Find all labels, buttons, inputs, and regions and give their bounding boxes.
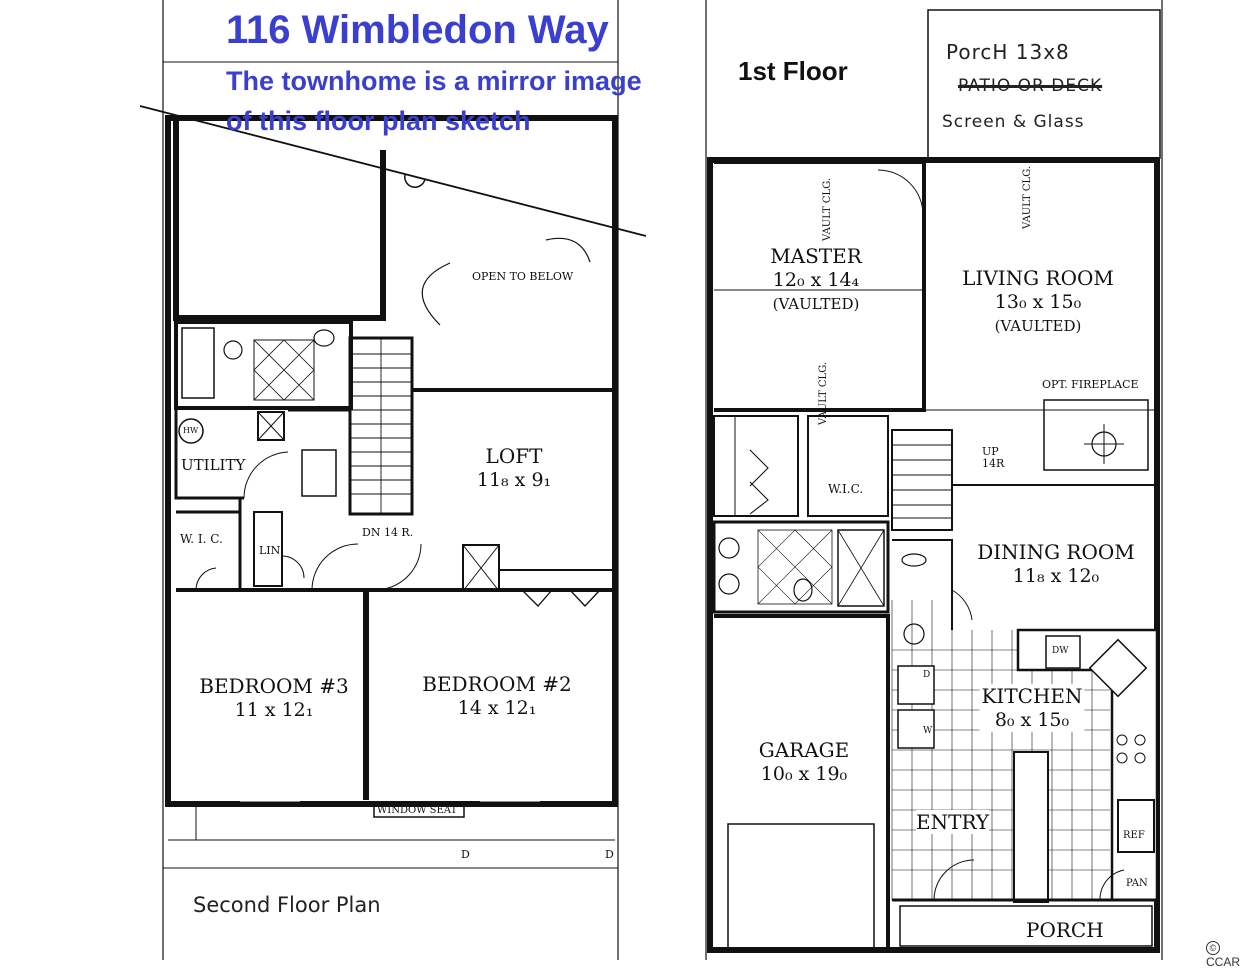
garage-room: GARAGE 10₀ x 19₀ (759, 738, 850, 786)
open-to-below-label: OPEN TO BELOW (472, 270, 574, 283)
entry-label: ENTRY (916, 810, 990, 834)
pantry-label: PAN (1126, 878, 1148, 889)
page-title: 116 Wimbledon Way (226, 8, 609, 52)
door-d-label-2: D (605, 848, 614, 861)
first-floor-label: 1st Floor (738, 56, 848, 86)
screen-annotation: Screen & Glass (942, 112, 1085, 132)
kitchen-name: KITCHEN (981, 684, 1083, 708)
master-dim: 12₀ x 14₄ (772, 269, 860, 291)
vault-label-3: VAULT CLG. (818, 362, 829, 425)
window-seat-label: WINDOW SEAT (377, 805, 458, 816)
wic-label-first: W.I.C. (828, 482, 864, 496)
garage-dim: 10₀ x 19₀ (760, 763, 848, 785)
dishwasher-label: DW (1052, 646, 1069, 656)
washer-label: W (923, 726, 933, 736)
kitchen-dim: 8₀ x 15₀ (994, 709, 1070, 731)
master-room: MASTER 12₀ x 14₄ (VAULTED) (770, 244, 862, 316)
dining-name: DINING ROOM (977, 540, 1135, 564)
door-d-label-1: D (461, 848, 470, 861)
vault-label-2: VAULT CLG. (1022, 166, 1033, 229)
wic-label: W. I. C. (180, 532, 223, 546)
garage-name: GARAGE (758, 738, 850, 762)
porch-label: PORCH (1026, 918, 1104, 942)
bedroom-3-name: BEDROOM #3 (199, 674, 349, 698)
vault-label-1: VAULT CLG. (822, 178, 833, 241)
bedroom-2-name: BEDROOM #2 (422, 672, 572, 696)
loft-name: LOFT (485, 444, 543, 468)
porch-annotation: PorcH 13x8 (946, 40, 1070, 64)
ccar-watermark: ©CCAR (1206, 940, 1253, 969)
second-floor-label: Second Floor Plan (193, 893, 381, 917)
ccar-text: CCAR (1206, 955, 1241, 969)
bedroom-3-room: BEDROOM #3 11 x 12₁ (199, 674, 349, 722)
loft-room: LOFT 11₈ x 9₁ (477, 444, 551, 492)
stairs-down-label: DN 14 R. (362, 526, 414, 539)
second-floor-outline (165, 115, 618, 807)
copyright-icon: © (1206, 941, 1220, 955)
dining-dim: 11₈ x 12₀ (1012, 565, 1100, 587)
patio-annotation: PATIO OR DECK (958, 76, 1103, 96)
utility-label: UTILITY (181, 456, 246, 474)
stairs-up-label: UP 14R (982, 445, 1005, 470)
bedroom-2-dim: 14 x 12₁ (457, 697, 537, 719)
living-note: (VAULTED) (994, 317, 1082, 335)
loft-dim: 11₈ x 9₁ (476, 469, 552, 491)
living-name: LIVING ROOM (962, 266, 1114, 290)
living-room: LIVING ROOM 13₀ x 15₀ (VAULTED) (962, 266, 1114, 338)
bedroom-2-room: BEDROOM #2 14 x 12₁ (422, 672, 572, 720)
refrigerator-label: REF (1123, 830, 1145, 841)
subtitle-line-2: of this floor plan sketch (226, 106, 531, 136)
linen-label: LIN (259, 544, 281, 557)
master-note: (VAULTED) (772, 295, 860, 313)
dryer-label: D (923, 670, 931, 680)
dining-room: DINING ROOM 11₈ x 12₀ (977, 540, 1135, 588)
kitchen-room: KITCHEN 8₀ x 15₀ (979, 684, 1085, 732)
water-heater-label: HW (183, 426, 199, 435)
fireplace-label: OPT. FIREPLACE (1042, 378, 1139, 391)
subtitle-line-1: The townhome is a mirror image (226, 66, 642, 96)
living-dim: 13₀ x 15₀ (994, 291, 1082, 313)
master-name: MASTER (770, 244, 862, 268)
first-floor-outline (707, 157, 1160, 953)
bedroom-3-dim: 11 x 12₁ (234, 699, 314, 721)
